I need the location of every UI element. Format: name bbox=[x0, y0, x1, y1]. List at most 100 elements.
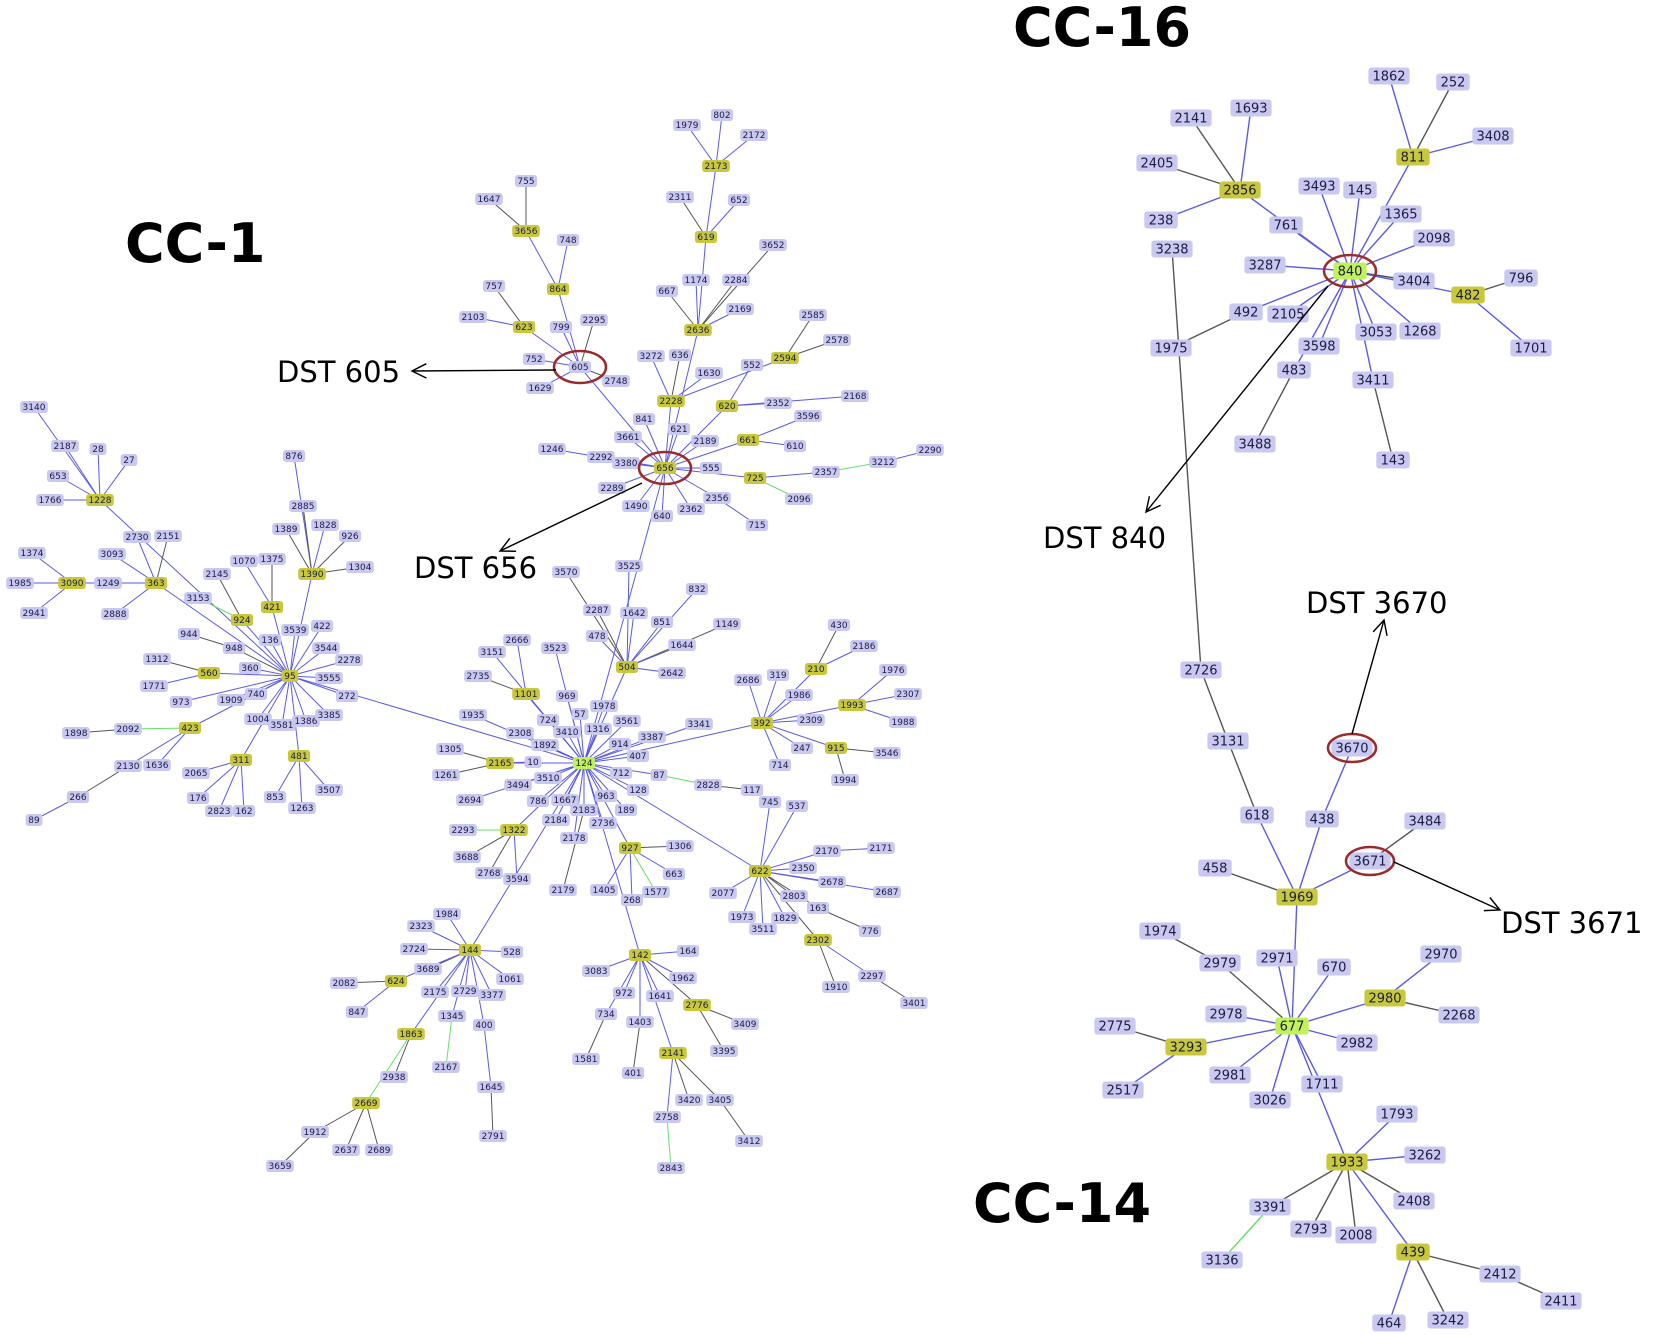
cc14-node-2793-label: 2793 bbox=[1294, 1223, 1327, 1238]
cc1-node-1984-box bbox=[433, 908, 461, 920]
cc16-node-3493: 3493 bbox=[1298, 177, 1340, 195]
cc1-node-663: 663 bbox=[662, 868, 686, 880]
cc14-node-3136-label: 3136 bbox=[1205, 1254, 1238, 1269]
cc1-node-2173-box bbox=[702, 160, 730, 172]
cc1-edge-656-2228 bbox=[664, 400, 672, 469]
cc1-edge-421-1070 bbox=[243, 560, 273, 608]
cc16-node-2405: 2405 bbox=[1136, 154, 1178, 172]
cc1-node-3507-box bbox=[315, 784, 343, 796]
cc1-node-57-box bbox=[571, 708, 589, 720]
cc1-node-2130-box bbox=[114, 760, 142, 772]
cc1-edge-142-972 bbox=[623, 954, 641, 994]
cc1-node-1630-label: 1630 bbox=[698, 369, 721, 379]
cc14-node-2775-box bbox=[1094, 1017, 1136, 1035]
cc1-node-1647-label: 1647 bbox=[478, 195, 501, 205]
cc1-node-1101: 1101 bbox=[512, 688, 540, 700]
cc1-node-1984-label: 1984 bbox=[436, 910, 459, 920]
cc1-edge-124-3561 bbox=[583, 720, 628, 764]
cc1-edge-1322-3594 bbox=[513, 829, 518, 880]
cc1-node-3093: 3093 bbox=[98, 548, 126, 560]
cc1-node-2642: 2642 bbox=[658, 667, 686, 679]
cc1-node-89-label: 89 bbox=[28, 816, 40, 826]
cc1-node-3385-label: 3385 bbox=[318, 711, 341, 721]
cc1-node-2173-label: 2173 bbox=[705, 162, 728, 172]
cc14-node-2982-label: 2982 bbox=[1340, 1037, 1373, 1052]
cc1-node-799-label: 799 bbox=[552, 323, 569, 333]
cc14-node-458-box bbox=[1198, 859, 1232, 877]
cc1-node-124-label: 124 bbox=[575, 759, 592, 769]
cc1-edge-927-1405 bbox=[603, 847, 631, 891]
cc1-node-926: 926 bbox=[338, 530, 362, 542]
cc1-node-3511-label: 3511 bbox=[752, 925, 775, 935]
cc1-node-2284-box bbox=[722, 274, 750, 286]
cc1-node-2729: 2729 bbox=[451, 985, 479, 997]
cc1-node-1149: 1149 bbox=[713, 618, 741, 630]
cc1-node-407-label: 407 bbox=[629, 752, 646, 762]
cc1-node-755: 755 bbox=[514, 175, 538, 187]
cc1-node-1174-box bbox=[682, 274, 710, 286]
cc1-edge-144-2175 bbox=[434, 949, 471, 993]
cc1-node-2356: 2356 bbox=[703, 492, 731, 504]
cc1-node-1766: 1766 bbox=[36, 494, 64, 506]
cc16-node-1701-label: 1701 bbox=[1514, 342, 1547, 357]
cc1-node-969-box bbox=[555, 690, 579, 702]
cc16-node-2405-box bbox=[1136, 154, 1178, 172]
cc1-node-3544-label: 3544 bbox=[315, 644, 338, 654]
cc1-node-972: 972 bbox=[612, 987, 636, 999]
cc1-node-2666-label: 2666 bbox=[506, 636, 529, 646]
cc1-node-1766-label: 1766 bbox=[39, 496, 62, 506]
cc1-edge-2669-2637 bbox=[345, 1102, 367, 1151]
cc1-node-392-label: 392 bbox=[753, 719, 770, 729]
cc1-node-1892-label: 1892 bbox=[534, 741, 557, 751]
cc1-node-247: 247 bbox=[790, 742, 814, 754]
cc1-node-2284: 2284 bbox=[722, 274, 750, 286]
cc1-node-2292-label: 2292 bbox=[590, 453, 613, 463]
cc16-node-3598-label: 3598 bbox=[1302, 340, 1335, 355]
cc1-edge-927-1577 bbox=[629, 847, 657, 893]
cc1-node-1973: 1973 bbox=[728, 911, 756, 923]
cc14-node-2978: 2978 bbox=[1205, 1005, 1247, 1023]
cc1-node-423: 423 bbox=[178, 722, 202, 734]
cc1-node-876-box bbox=[282, 450, 306, 462]
cc1-node-2103-box bbox=[459, 311, 487, 323]
cc1-node-724-box bbox=[536, 714, 560, 726]
cc1-node-3688-label: 3688 bbox=[456, 853, 479, 863]
cc1-edge-2776-3395 bbox=[696, 1004, 725, 1052]
cc1-edge-605-799 bbox=[560, 326, 581, 368]
cc1-node-623-label: 623 bbox=[515, 323, 532, 333]
cc1-node-2297: 2297 bbox=[858, 970, 886, 982]
cc1-node-117: 117 bbox=[740, 784, 764, 796]
cc1-node-2730: 2730 bbox=[123, 531, 151, 543]
cc1-edge-622-745 bbox=[759, 801, 771, 872]
cc1-node-1490: 1490 bbox=[622, 500, 650, 512]
cc1-node-319-label: 319 bbox=[769, 671, 786, 681]
cc1-node-832-box bbox=[685, 583, 709, 595]
cc1-node-972-label: 972 bbox=[615, 989, 632, 999]
annotation-dst-605-label: DST 605 bbox=[277, 355, 400, 389]
cc1-node-1912: 1912 bbox=[301, 1126, 329, 1138]
cc1-edge-656-640 bbox=[661, 467, 666, 517]
cc1-node-926-box bbox=[338, 530, 362, 542]
cc1-edge-124-1322 bbox=[513, 762, 585, 831]
cc1-node-117-box bbox=[740, 784, 764, 796]
cc1-node-136-box bbox=[258, 634, 282, 646]
cc14-node-3238-label: 3238 bbox=[1155, 243, 1188, 258]
cc14-node-1711-box bbox=[1301, 1075, 1343, 1093]
cc1-node-1345-label: 1345 bbox=[441, 1012, 464, 1022]
cc1-edge-619-2173 bbox=[705, 165, 717, 238]
cc1-node-2165-label: 2165 bbox=[489, 759, 512, 769]
cc1-node-1389-label: 1389 bbox=[275, 525, 298, 535]
cc1-node-2077-label: 2077 bbox=[712, 889, 735, 899]
cc1-node-3090: 3090 bbox=[58, 577, 86, 589]
cc1-node-401-label: 401 bbox=[624, 1069, 641, 1079]
cc1-node-3387-label: 3387 bbox=[641, 733, 664, 743]
cc1-node-847-label: 847 bbox=[348, 1008, 365, 1018]
cc1-node-802: 802 bbox=[710, 109, 734, 121]
cc1-node-2082-box bbox=[330, 977, 358, 989]
cc1-node-653-box bbox=[46, 470, 70, 482]
cc1-node-2687-label: 2687 bbox=[876, 888, 899, 898]
cc14-node-3262-box bbox=[1404, 1146, 1446, 1164]
cc1-node-3083-box bbox=[582, 965, 610, 977]
cc1-node-1978-label: 1978 bbox=[593, 702, 616, 712]
cc1-node-3594-box bbox=[503, 873, 531, 885]
